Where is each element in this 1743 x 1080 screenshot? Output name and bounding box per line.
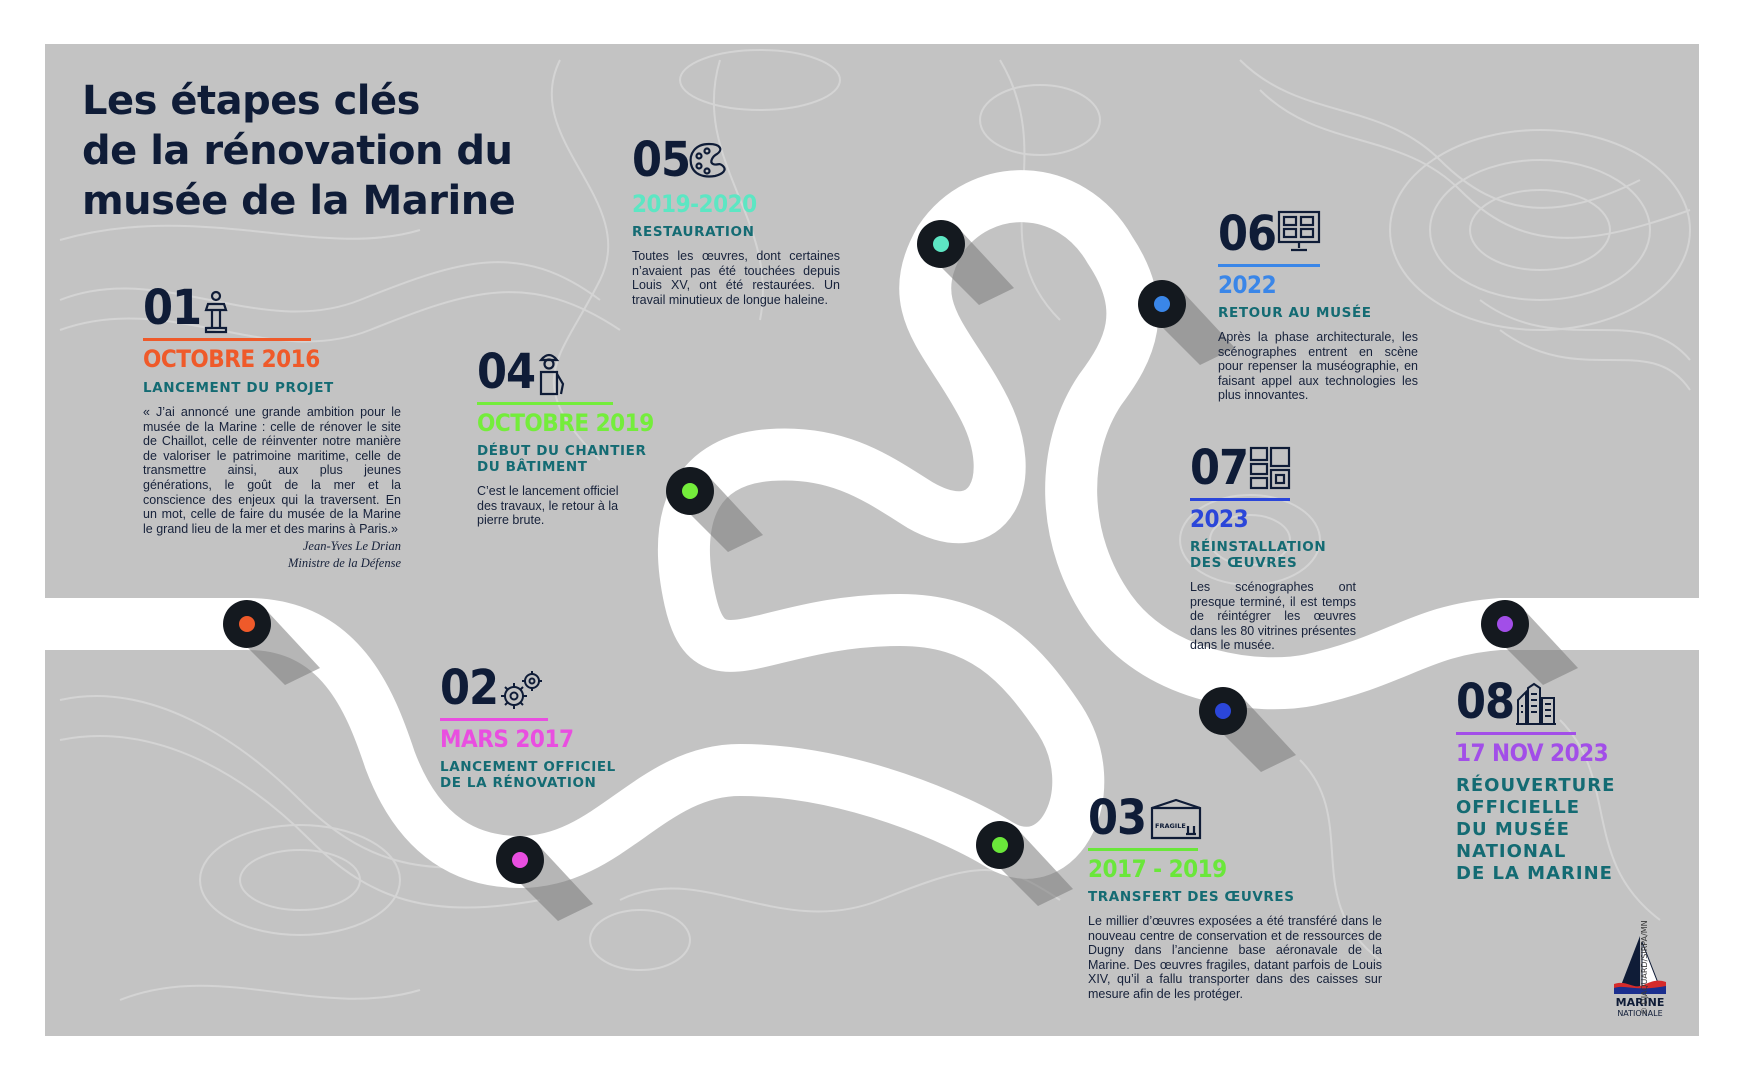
step-date: 2022 bbox=[1218, 271, 1277, 299]
step-rule bbox=[1088, 848, 1198, 851]
step-heading-line: RESTAURATION bbox=[632, 224, 755, 240]
step-heading-line: LANCEMENT OFFICIEL bbox=[440, 759, 616, 775]
step-heading-line: LANCEMENT DU PROJET bbox=[143, 380, 334, 396]
milestone-markers bbox=[223, 220, 1578, 921]
marker-01 bbox=[223, 600, 320, 685]
step-date: OCTOBRE 2016 bbox=[143, 345, 320, 373]
step-date: OCTOBRE 2019 bbox=[477, 409, 654, 437]
contour-lines bbox=[59, 49, 1691, 1001]
step-heading-line: RETOUR AU MUSÉE bbox=[1218, 305, 1372, 321]
step-rule bbox=[1456, 732, 1576, 735]
marker-04 bbox=[666, 467, 763, 552]
marine-nationale-logo: MARINE NATIONALE bbox=[1608, 932, 1672, 1026]
step-number: 02 bbox=[440, 660, 499, 716]
step-heading-line: OFFICIELLE bbox=[1456, 797, 1581, 818]
gears-icon bbox=[501, 671, 542, 709]
step-body: Les scénographes ont presque terminé, il… bbox=[1190, 580, 1356, 653]
step-date: 2019-2020 bbox=[632, 190, 757, 218]
step-04: 04 OCTOBRE 2019 DÉBUT DU CHANTIER DU BÂT… bbox=[477, 346, 657, 528]
step-08: 08 17 NOV 2023 RÉOUVERTURE OFFICIELLE DU… bbox=[1456, 676, 1656, 885]
step-date: 2023 bbox=[1190, 505, 1249, 533]
step-number: 07 bbox=[1190, 440, 1249, 496]
step-rule bbox=[1218, 264, 1320, 267]
road-path bbox=[0, 170, 1743, 888]
step-rule bbox=[143, 338, 311, 341]
step-heading-line: DE LA MARINE bbox=[1456, 863, 1613, 884]
step-rule bbox=[1190, 498, 1290, 501]
signature-name: Jean-Yves Le Drian bbox=[302, 539, 401, 554]
step-body: Toutes les œuvres, dont certaines n’avai… bbox=[632, 249, 840, 307]
gray-panel bbox=[45, 44, 1699, 1036]
step-heading: RÉOUVERTURE OFFICIELLE DU MUSÉE NATIONAL… bbox=[1456, 775, 1656, 885]
palette-icon bbox=[689, 142, 726, 178]
step-number: 01 bbox=[143, 280, 202, 336]
lectern-icon bbox=[204, 290, 228, 334]
step-rule bbox=[477, 402, 613, 405]
step-number: 08 bbox=[1456, 674, 1515, 730]
step-heading-line: RÉINSTALLATION bbox=[1190, 539, 1327, 555]
page-title: Les étapes clés de la rénovation du musé… bbox=[82, 76, 602, 226]
step-number: 06 bbox=[1218, 206, 1277, 262]
step-07: 07 2023 RÉINSTALLATION DES ŒUVRES Les sc… bbox=[1190, 442, 1380, 653]
title-line-3: musée de la Marine bbox=[82, 178, 516, 224]
marine-nationale-logo-icon bbox=[1614, 936, 1666, 994]
marker-07 bbox=[1199, 687, 1296, 772]
marker-05 bbox=[917, 220, 1014, 305]
step-body: C’est le lancement officiel des travaux,… bbox=[477, 484, 619, 528]
screens-icon bbox=[1277, 210, 1321, 252]
step-02: 02 MARS 2017 LANCEMENT OFFICIEL DE LA RÉ… bbox=[440, 662, 640, 791]
step-heading: LANCEMENT DU PROJET bbox=[143, 380, 403, 396]
step-01: 01 OCTOBRE 2016 LANCEMENT DU PROJET « J’… bbox=[143, 282, 403, 572]
photo-credit: © DJAQUARD/SIRPA/MN bbox=[1640, 920, 1649, 1015]
step-06: 06 2022 RETOUR AU MUSÉE Après la phase a… bbox=[1218, 208, 1423, 403]
logo-line-2: NATIONALE bbox=[1617, 1009, 1663, 1018]
step-heading-line: DES ŒUVRES bbox=[1190, 555, 1298, 571]
step-heading-line: DU MUSÉE bbox=[1456, 819, 1570, 840]
marker-03 bbox=[976, 821, 1073, 906]
step-rule bbox=[440, 718, 548, 721]
step-heading-line: DU BÂTIMENT bbox=[477, 459, 588, 475]
step-heading-line: NATIONAL bbox=[1456, 841, 1567, 862]
road bbox=[0, 170, 1743, 888]
display-cases-icon bbox=[1249, 446, 1291, 490]
city-buildings-icon bbox=[1516, 682, 1556, 725]
step-number: 03 bbox=[1088, 790, 1147, 846]
marker-06 bbox=[1138, 280, 1235, 365]
step-05: 05 2019-2020 RESTAURATION Toutes les œuv… bbox=[632, 134, 842, 307]
step-number: 05 bbox=[632, 132, 691, 188]
step-date: MARS 2017 bbox=[440, 725, 574, 753]
fragile-box-icon: FRAGILE bbox=[1148, 796, 1204, 842]
logo-line-1: MARINE bbox=[1615, 996, 1665, 1009]
step-body: Après la phase architecturale, les scéno… bbox=[1218, 330, 1418, 403]
step-date: 2017 - 2019 bbox=[1088, 855, 1227, 883]
step-heading-line: TRANSFERT DES ŒUVRES bbox=[1088, 889, 1295, 905]
step-03: 03 2017 - 2019 TRANSFERT DES ŒUVRES Le m… bbox=[1088, 792, 1383, 1002]
step-heading: TRANSFERT DES ŒUVRES bbox=[1088, 889, 1383, 905]
fragile-label: FRAGILE bbox=[1155, 822, 1186, 830]
step-body: « J’ai annoncé une grande ambition pour … bbox=[143, 405, 401, 536]
worker-icon bbox=[538, 353, 565, 396]
step-heading-line: DE LA RÉNOVATION bbox=[440, 775, 597, 791]
step-heading: LANCEMENT OFFICIEL DE LA RÉNOVATION bbox=[440, 759, 640, 791]
step-heading: RETOUR AU MUSÉE bbox=[1218, 305, 1423, 321]
step-signature: Jean-Yves Le Drian Ministre de la Défens… bbox=[143, 538, 401, 572]
step-heading: RESTAURATION bbox=[632, 224, 842, 240]
title-line-2: de la rénovation du bbox=[82, 128, 513, 174]
step-body: Le millier d’œuvres exposées a été trans… bbox=[1088, 914, 1382, 1001]
step-heading: RÉINSTALLATION DES ŒUVRES bbox=[1190, 539, 1380, 571]
step-heading-line: DÉBUT DU CHANTIER bbox=[477, 443, 647, 459]
marker-08 bbox=[1481, 600, 1578, 685]
step-heading: DÉBUT DU CHANTIER DU BÂTIMENT bbox=[477, 443, 657, 475]
step-number: 04 bbox=[477, 344, 536, 400]
marker-02 bbox=[496, 836, 593, 921]
step-heading-line: RÉOUVERTURE bbox=[1456, 775, 1616, 796]
title-line-1: Les étapes clés bbox=[82, 78, 420, 124]
step-date: 17 NOV 2023 bbox=[1456, 739, 1609, 767]
signature-role: Ministre de la Défense bbox=[287, 556, 401, 571]
